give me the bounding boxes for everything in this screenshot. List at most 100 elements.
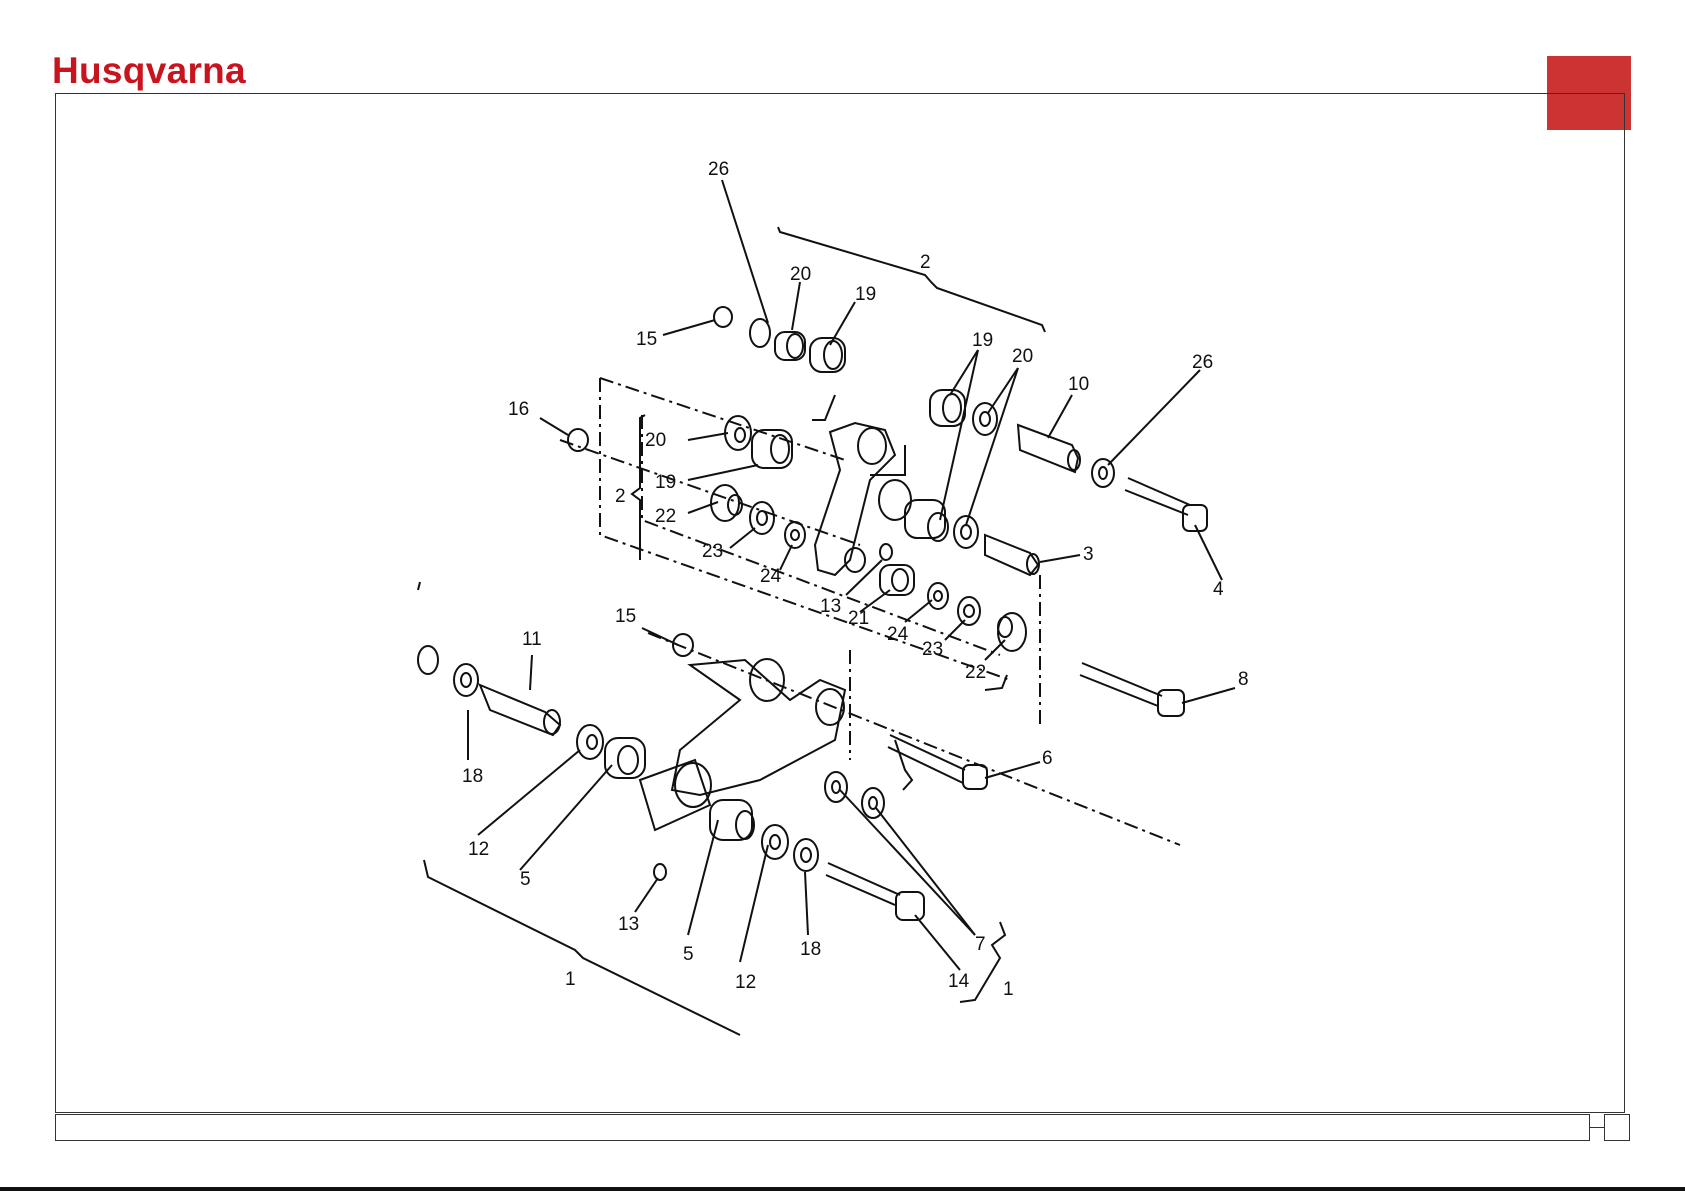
edge-part bbox=[418, 646, 438, 674]
leader-12a bbox=[478, 750, 580, 835]
bottom-rule bbox=[0, 1187, 1685, 1191]
label-18: 18 bbox=[462, 766, 483, 787]
label-18: 18 bbox=[800, 939, 821, 960]
label-20: 20 bbox=[645, 430, 666, 451]
axis-line-mid bbox=[560, 440, 860, 545]
leader-3 bbox=[1040, 555, 1080, 562]
leader-20c bbox=[688, 433, 728, 440]
grease-nipple-13a bbox=[880, 544, 892, 560]
leader-26b bbox=[1108, 370, 1200, 465]
washer-12-left bbox=[577, 725, 603, 759]
label-4: 4 bbox=[1213, 579, 1224, 600]
label-26: 26 bbox=[1192, 352, 1213, 373]
label-19: 19 bbox=[972, 330, 993, 351]
washer-20-right bbox=[973, 403, 997, 435]
label-11: 11 bbox=[522, 629, 542, 650]
footer-page-box bbox=[1604, 1114, 1630, 1141]
label-24: 24 bbox=[887, 624, 909, 645]
label-15: 15 bbox=[636, 329, 657, 350]
bolt-6-head bbox=[963, 765, 987, 789]
label-1: 1 bbox=[1003, 979, 1014, 1000]
spacer-11 bbox=[480, 685, 560, 735]
leader-19b bbox=[812, 395, 835, 420]
label-24: 24 bbox=[760, 566, 782, 587]
footer-connector bbox=[1590, 1127, 1604, 1128]
leader-20b-1 bbox=[988, 368, 1018, 413]
nut-15-top bbox=[714, 307, 732, 327]
washer-20-left bbox=[725, 416, 751, 450]
leader-18b bbox=[805, 872, 808, 935]
leader-13b bbox=[635, 878, 658, 912]
bushing-5-left bbox=[605, 738, 645, 778]
label-12: 12 bbox=[468, 839, 489, 860]
axis-line-lower bbox=[648, 633, 1180, 845]
label-16: 16 bbox=[508, 399, 529, 420]
washer-26-top bbox=[750, 319, 770, 347]
leader-19c bbox=[688, 465, 758, 480]
label-23: 23 bbox=[702, 541, 723, 562]
label-8: 8 bbox=[1238, 669, 1249, 690]
leader-14 bbox=[915, 915, 960, 970]
label-21: 21 bbox=[848, 608, 869, 629]
bolt-8-head bbox=[1158, 690, 1184, 716]
leader-7b bbox=[876, 808, 975, 935]
nut-16 bbox=[568, 429, 588, 451]
label-26: 26 bbox=[708, 159, 729, 180]
leader-11 bbox=[530, 655, 532, 690]
dash-frag bbox=[895, 740, 912, 790]
leader-22b bbox=[985, 640, 1005, 660]
leader-20b-2 bbox=[966, 368, 1018, 525]
bracket-rocker bbox=[870, 445, 905, 475]
bolt-14-shank bbox=[826, 863, 900, 905]
label-22: 22 bbox=[965, 662, 986, 683]
label-10: 10 bbox=[1068, 374, 1089, 395]
bolt-6-shank bbox=[888, 735, 965, 783]
leader-23a bbox=[730, 528, 755, 548]
label-2: 2 bbox=[615, 486, 626, 507]
leader-19a bbox=[830, 302, 855, 345]
swing-link bbox=[672, 660, 845, 795]
seal-23-right bbox=[958, 597, 980, 625]
label-5: 5 bbox=[683, 944, 694, 965]
label-1: 1 bbox=[565, 969, 576, 990]
leader-15a bbox=[663, 320, 715, 335]
leader-8 bbox=[1182, 688, 1235, 703]
leader-20a bbox=[792, 282, 800, 330]
washer-20-mid bbox=[954, 516, 978, 548]
washer-18-right bbox=[794, 839, 818, 871]
leader-5a bbox=[520, 765, 612, 870]
bolt-14-head bbox=[896, 892, 924, 920]
leader-15b bbox=[642, 628, 678, 645]
label-2: 2 bbox=[920, 252, 931, 273]
dashdot-line-a bbox=[600, 378, 845, 460]
label-6: 6 bbox=[1042, 748, 1053, 769]
label-12: 12 bbox=[735, 972, 756, 993]
footer-bar bbox=[55, 1114, 1590, 1141]
leader-10 bbox=[1048, 395, 1072, 438]
leader-5b bbox=[688, 820, 718, 935]
bolt-8-shank bbox=[1080, 663, 1162, 706]
bracket-2-top bbox=[778, 227, 1045, 332]
leader-7a bbox=[840, 790, 975, 935]
bushing-5-right bbox=[710, 800, 752, 840]
leader-26a bbox=[722, 180, 768, 323]
label-22: 22 bbox=[655, 506, 676, 527]
leader-24a bbox=[780, 545, 792, 570]
bracket-left-tick bbox=[418, 582, 420, 590]
label-20: 20 bbox=[790, 264, 811, 285]
label-3: 3 bbox=[1083, 544, 1094, 565]
label-5: 5 bbox=[520, 869, 531, 890]
leader-19b-3 bbox=[940, 350, 978, 520]
label-19: 19 bbox=[655, 472, 676, 493]
washer-24-left bbox=[785, 522, 805, 548]
leader-4 bbox=[1195, 525, 1222, 580]
washer-18-left bbox=[454, 664, 478, 696]
bolt-4-shank bbox=[1125, 478, 1190, 515]
label-13: 13 bbox=[618, 914, 639, 935]
rocker-link bbox=[815, 423, 895, 575]
label-14: 14 bbox=[948, 971, 970, 992]
label-20: 20 bbox=[1012, 346, 1033, 367]
label-13: 13 bbox=[820, 596, 841, 617]
bracket-2-left bbox=[632, 415, 645, 560]
